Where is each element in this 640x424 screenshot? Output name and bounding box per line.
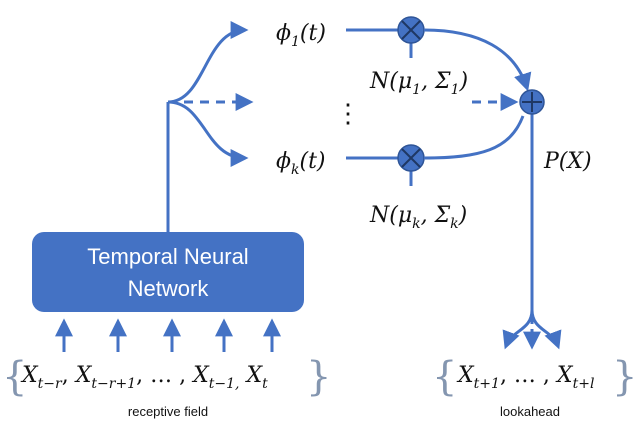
phi-k-label: ϕk(t): [276, 149, 326, 178]
output-close-bracket: }: [612, 354, 637, 400]
input-close-bracket: }: [306, 354, 331, 400]
arrow-icon: [167, 100, 249, 167]
input-sequence: Xt−r, Xt−r+1, … , Xt−1, Xt: [20, 363, 268, 392]
output-open-bracket: {: [432, 354, 457, 400]
output-sequence: Xt+1, … , Xt+l: [456, 363, 594, 392]
multiply-circle-icon: [397, 16, 425, 44]
arrow-icon: [423, 28, 532, 92]
receptive-field-caption: receptive field: [128, 404, 208, 419]
nn-label-line1: Temporal Neural: [87, 244, 248, 269]
nn-label-line2: Network: [128, 276, 210, 301]
gaussian-1-label: N(μ1, Σ1): [369, 69, 468, 98]
output-fan-arrows: [502, 309, 562, 350]
plus-circle-icon: [519, 89, 545, 115]
input-open-bracket: {: [2, 354, 27, 400]
output-distribution-label: P(X): [543, 149, 592, 174]
vertical-ellipsis: ⋮: [335, 99, 361, 129]
gaussian-k-label: N(μk, Σk): [369, 203, 467, 232]
phi-1-label: ϕ1(t): [276, 21, 326, 50]
lookahead-caption: lookahead: [500, 404, 560, 419]
multiply-circle-icon: [397, 144, 425, 172]
product-to-sum-curves: [423, 28, 534, 310]
temporal-neural-network-box: [32, 232, 304, 312]
arrow-icon: [167, 21, 249, 104]
arrow-icon: [530, 309, 562, 350]
input-arrows: [55, 318, 281, 352]
network-output-split: [166, 21, 254, 232]
basis-to-product-lines: [346, 28, 413, 186]
arrow-icon: [502, 309, 534, 350]
